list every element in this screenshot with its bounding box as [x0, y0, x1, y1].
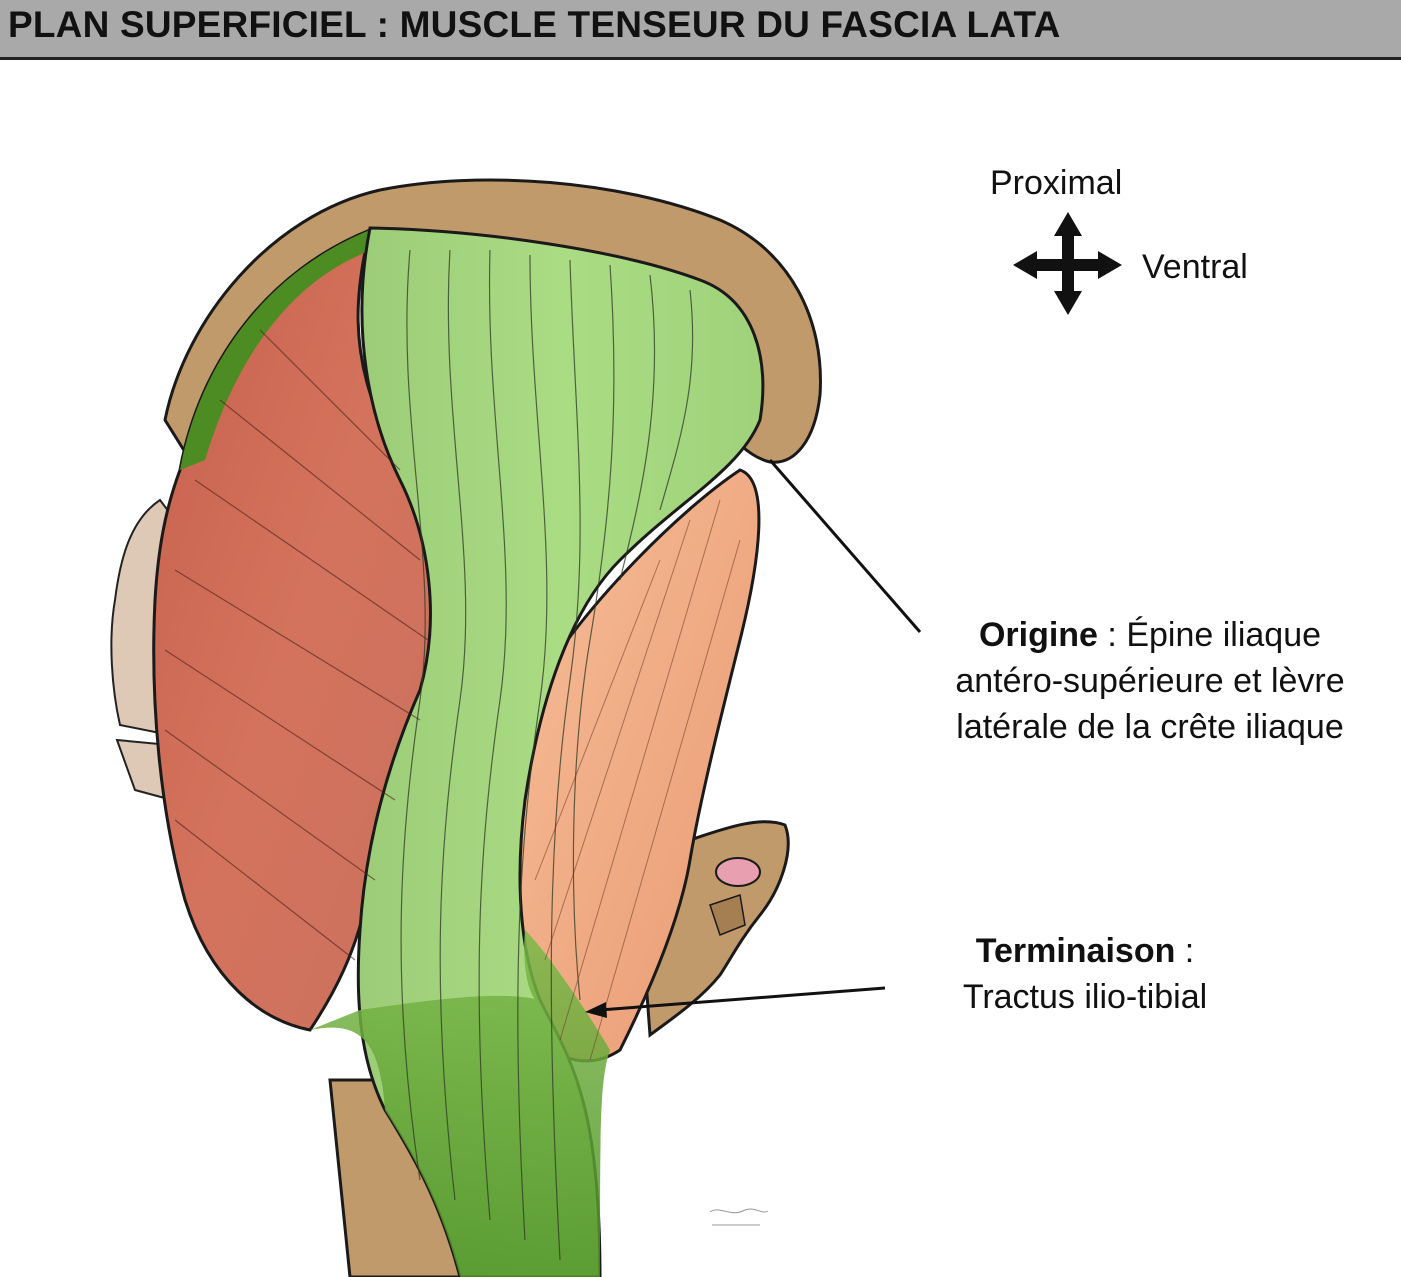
femoral-head-socket: [715, 857, 761, 887]
insertion-suffix: :: [1175, 932, 1195, 970]
muscle-fibres: [400, 249, 694, 1261]
orientation-compass-icon: [1013, 212, 1122, 315]
origin-term: Origine: [978, 616, 1098, 654]
title-bar: PLAN SUPERFICIEL : MUSCLE TENSEUR DU FAS…: [0, 0, 1401, 60]
origin-line2: antéro-supérieure et lèvre: [955, 662, 1345, 700]
tractus-ilio-tibial: [310, 930, 610, 1277]
proximal-label: Proximal: [990, 164, 1123, 202]
origin-pointer: [768, 459, 922, 633]
page-title: PLAN SUPERFICIEL : MUSCLE TENSEUR DU FAS…: [8, 4, 1061, 45]
anatomy-illustration: [110, 178, 1122, 1277]
artist-signature: [709, 1208, 769, 1226]
insertion-pointer: [585, 986, 886, 1018]
origin-annotation: Origine : Épine iliaque antéro-supérieur…: [900, 612, 1400, 750]
origin-line1: : Épine iliaque: [1097, 616, 1322, 654]
origin-line3: latérale de la crête iliaque: [956, 708, 1344, 746]
insertion-line2: Tractus ilio-tibial: [962, 978, 1208, 1016]
ventral-label: Ventral: [1142, 248, 1248, 286]
gluteus-green-border: [180, 230, 372, 470]
insertion-annotation: Terminaison : Tractus ilio-tibial: [895, 928, 1275, 1020]
insertion-term: Terminaison: [975, 932, 1176, 970]
